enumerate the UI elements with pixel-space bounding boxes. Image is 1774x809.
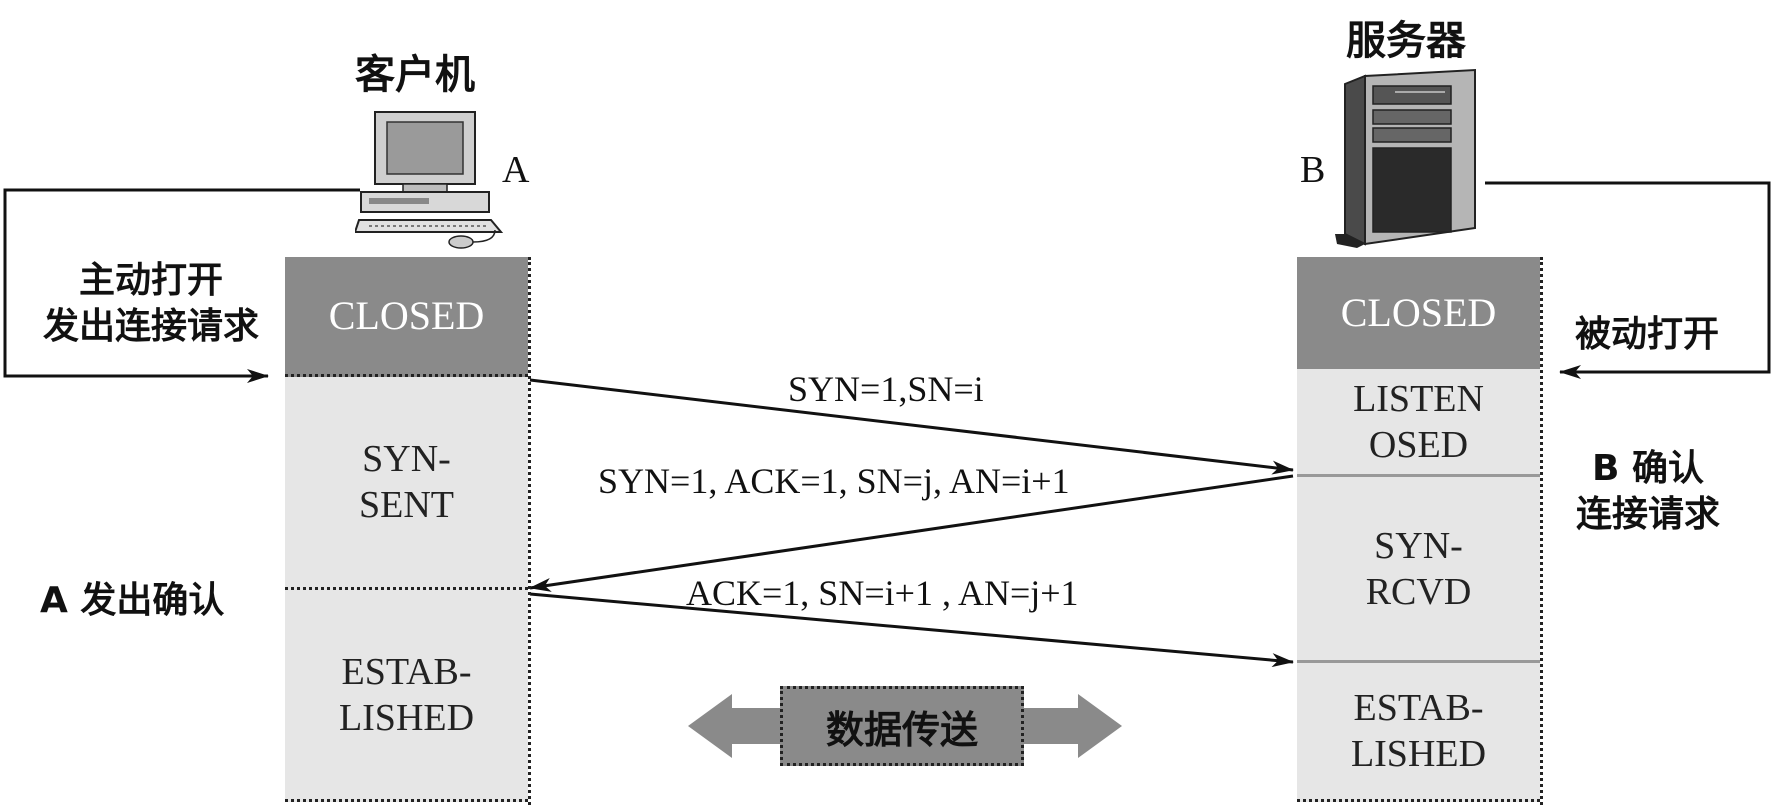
- listen-line2: OSED: [1368, 423, 1469, 466]
- server-state-listen: LISTEN OSED: [1297, 369, 1540, 477]
- server-closed-label: CLOSED: [1340, 290, 1497, 335]
- syn-rcvd-line2: RCVD: [1365, 570, 1472, 613]
- active-open-line1: 主动打开: [78, 260, 223, 301]
- server-state-closed: CLOSED: [1297, 257, 1540, 369]
- client-state-syn-sent: SYN- SENT: [285, 377, 528, 590]
- syn-sent-line1: SYN-: [362, 438, 451, 480]
- syn-sent-line2: SENT: [359, 484, 454, 526]
- active-open-line2: 发出连接请求: [42, 306, 259, 347]
- server-letter: B: [1300, 149, 1326, 191]
- client-closed-label: CLOSED: [328, 292, 485, 338]
- server-title: 服务器: [1346, 18, 1466, 64]
- a-confirm-note: A 发出确认: [40, 580, 225, 621]
- client-state-closed: CLOSED: [285, 257, 528, 377]
- server-tower-icon: [1335, 68, 1476, 248]
- syn-rcvd-line1: SYN-: [1374, 524, 1463, 567]
- syn-ack-arrow: [529, 474, 1294, 592]
- passive-open-note: 被动打开: [1574, 314, 1719, 355]
- server-state-syn-rcvd: SYN- RCVD: [1297, 477, 1540, 663]
- client-letter: A: [502, 149, 530, 191]
- ack-arrow: [529, 592, 1294, 668]
- syn-message-label: SYN=1,SN=i: [788, 369, 984, 409]
- passive-open-connector: [1485, 181, 1771, 379]
- client-state-column: CLOSED SYN- SENT ESTAB- LISHED: [285, 257, 531, 805]
- active-open-note: 主动打开 发出连接请求: [20, 258, 282, 350]
- b-confirm-line1: B 确认: [1592, 448, 1704, 489]
- syn-ack-message-label: SYN=1, ACK=1, SN=j, AN=i+1: [598, 461, 1070, 501]
- server-established-line1: ESTAB-: [1353, 687, 1484, 729]
- ack-message-label: ACK=1, SN=i+1 , AN=j+1: [686, 573, 1079, 613]
- server-state-column: CLOSED LISTEN OSED SYN- RCVD ESTAB- LISH…: [1297, 257, 1543, 805]
- b-confirm-note: B 确认 连接请求: [1560, 446, 1736, 538]
- b-confirm-line2: 连接请求: [1575, 494, 1720, 535]
- data-transfer-label: 数据传送: [825, 707, 978, 752]
- syn-arrow: [529, 378, 1294, 475]
- client-state-established: ESTAB- LISHED: [285, 590, 528, 802]
- server-established-line2: LISHED: [1350, 733, 1487, 775]
- data-transfer-box: 数据传送: [780, 686, 1024, 766]
- client-established-line2: LISHED: [338, 696, 475, 739]
- server-state-established: ESTAB- LISHED: [1297, 663, 1540, 802]
- client-established-line1: ESTAB-: [341, 650, 472, 693]
- client-title: 客户机: [355, 52, 475, 98]
- client-computer-icon: [355, 111, 504, 249]
- active-open-connector: [3, 188, 360, 383]
- listen-line1: LISTEN: [1353, 377, 1484, 420]
